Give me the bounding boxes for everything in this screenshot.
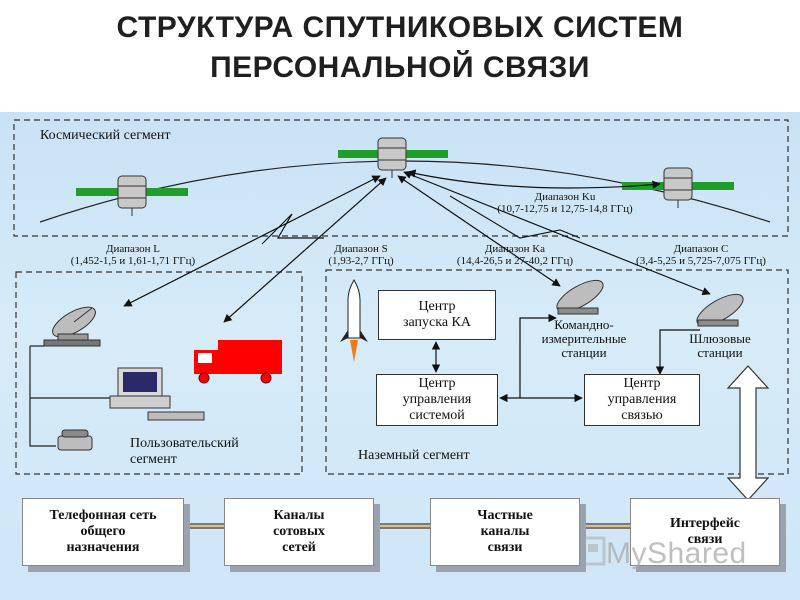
command-station-label: Командно- измерительные станции	[524, 318, 644, 360]
bottom-box-interface: Интерфейс связи	[630, 498, 780, 566]
ka-band-name: Диапазон Ka	[484, 243, 546, 255]
title-line-1: СТРУКТУРА СПУТНИКОВЫХ СИСТЕМ	[116, 11, 684, 44]
bottom-box-3-line-3: связи	[487, 540, 523, 555]
bottom-box-2-line-3: сетей	[282, 540, 316, 555]
system-line-3: системой	[409, 408, 465, 423]
s-band-name: Диапазон S	[334, 243, 388, 255]
bottom-box-4-line-1: Интерфейс	[669, 516, 740, 531]
ground-segment-label: Наземный сегмент	[358, 448, 470, 463]
l-band-label: Диапазон L (1,452-1,5 и 1,61-1,71 ГГц)	[38, 243, 228, 267]
l-band-range: (1,452-1,5 и 1,61-1,71 ГГц)	[70, 255, 196, 267]
c-band-name: Диапазон C	[673, 243, 729, 255]
gateway-link	[655, 329, 700, 375]
ka-band-range: (14,4-26,5 и 27-40,2 ГГц)	[456, 255, 574, 267]
link-to-gateway-station	[403, 170, 711, 296]
watermark-text: MyShared	[606, 537, 747, 570]
ka-band-label: Диапазон Ka (14,4-26,5 и 27-40,2 ГГц)	[420, 243, 610, 267]
bottom-box-private: Частные каналы связи	[430, 498, 580, 566]
ka-band-zigzag	[449, 195, 581, 239]
bottom-box-4-line-2: связи	[687, 532, 723, 547]
watermark-logo	[580, 536, 606, 566]
gateway-dish-icon	[696, 293, 744, 327]
ku-band-name: Диапазон Ku	[534, 191, 596, 203]
comm-line-3: связью	[621, 408, 663, 423]
space-segment-label: Космический сегмент	[40, 128, 171, 143]
gw-line-2: станции	[697, 345, 743, 360]
satellite-left-icon	[76, 175, 188, 216]
user-segment-line-2: сегмент	[130, 452, 177, 467]
link-to-truck	[223, 177, 387, 323]
c-band-range: (3,4-5,25 и 5,725-7,075 ГГц)	[636, 255, 766, 267]
cmd-line-3: станции	[561, 345, 607, 360]
rocket-icon	[340, 279, 368, 362]
title-line-2: ПЕРСОНАЛЬНОЙ СВЯЗИ	[210, 51, 590, 84]
cmd-line-2: измерительные	[541, 331, 627, 346]
bottom-box-public-phone: Телефонная сеть общего назначения	[22, 498, 184, 566]
command-station-dish-icon	[556, 279, 604, 315]
bottom-box-1-line-3: назначения	[66, 540, 140, 555]
phone-icon	[57, 429, 93, 451]
gw-line-1: Шлюзовые	[689, 331, 751, 346]
satellite-center-icon	[338, 137, 448, 178]
system-control-box: Центр управления системой	[376, 374, 498, 426]
comm-line-2: управления	[607, 392, 677, 407]
computer-icon	[109, 367, 205, 421]
page-title: СТРУКТУРА СПУТНИКОВЫХ СИСТЕМ ПЕРСОНАЛЬНО…	[0, 8, 800, 88]
bottom-box-1-line-2: общего	[80, 524, 126, 539]
cmd-line-1: Командно-	[554, 317, 614, 332]
user-segment-label: Пользовательский сегмент	[130, 436, 239, 468]
user-wiring	[29, 346, 56, 447]
launch-line-2: запуска КА	[402, 315, 472, 330]
ku-band-label: Диапазон Ku (10,7-12,75 и 12,75-14,8 ГГц…	[470, 191, 660, 215]
cmd-station-link	[519, 313, 557, 398]
comm-line-1: Центр	[623, 376, 661, 391]
bottom-box-3-line-2: каналы	[480, 524, 530, 539]
bottom-box-cellular: Каналы сотовых сетей	[224, 498, 374, 566]
launch-center-box: Центр запуска КА	[378, 290, 496, 340]
s-band-label: Диапазон S (1,93-2,7 ГГц)	[306, 243, 416, 267]
bottom-box-2-line-1: Каналы	[273, 508, 325, 523]
ku-band-range: (10,7-12,75 и 12,75-14,8 ГГц)	[497, 203, 633, 215]
bottom-box-3-line-1: Частные	[477, 508, 533, 523]
space-segment-frame	[13, 119, 789, 237]
system-line-1: Центр	[418, 376, 456, 391]
system-line-2: управления	[402, 392, 472, 407]
user-dish-icon	[43, 306, 101, 347]
s-band-zigzag	[261, 213, 324, 245]
gateway-station-label: Шлюзовые станции	[670, 332, 770, 360]
truck-icon	[194, 340, 282, 384]
c-band-label: Диапазон C (3,4-5,25 и 5,725-7,075 ГГц)	[606, 243, 796, 267]
launch-line-1: Центр	[418, 299, 456, 314]
l-band-name: Диапазон L	[105, 243, 161, 255]
user-segment-line-1: Пользовательский	[130, 436, 239, 451]
comm-control-box: Центр управления связью	[584, 374, 700, 426]
interface-double-arrow	[726, 365, 770, 501]
s-band-range: (1,93-2,7 ГГц)	[328, 255, 394, 267]
bottom-box-2-line-2: сотовых	[273, 524, 325, 539]
bottom-box-1-line-1: Телефонная сеть	[49, 508, 157, 523]
